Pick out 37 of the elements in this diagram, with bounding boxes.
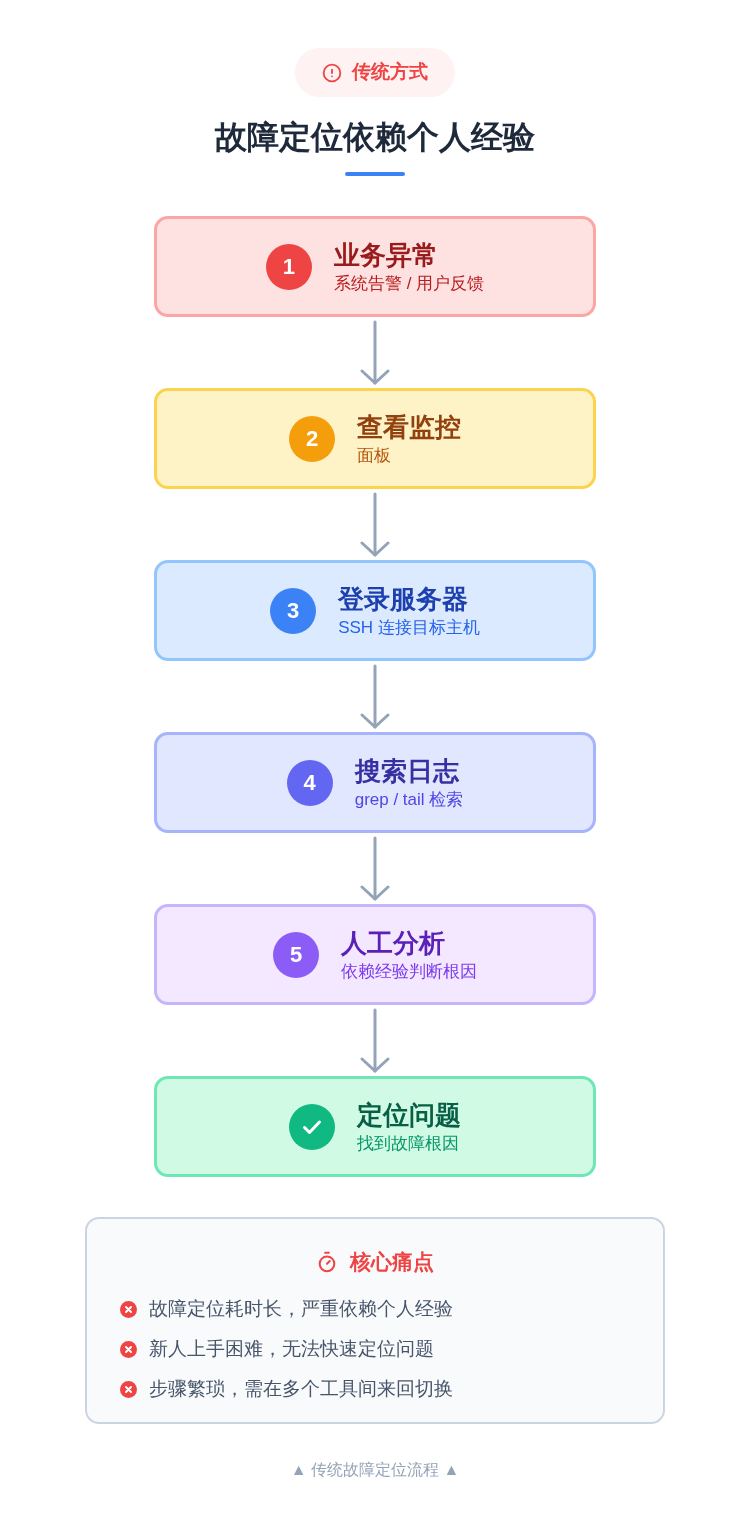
step-box xyxy=(154,732,596,833)
pain-point-text: 故障定位耗时长，严重依赖个人经验 xyxy=(149,1297,453,1321)
pain-point-text: 步骤繁琐，需在多个工具间来回切换 xyxy=(149,1377,453,1401)
arrow xyxy=(360,320,390,385)
step-description: SSH 连接目标主机 xyxy=(338,616,480,639)
step-number: 1 xyxy=(265,243,312,290)
arrow xyxy=(360,664,390,729)
pain-points-panel xyxy=(85,1217,665,1424)
step-box xyxy=(154,388,596,489)
step-title: 人工分析 xyxy=(341,926,446,960)
panel-heading: 核心痛点 xyxy=(350,1249,434,1275)
step-box xyxy=(154,904,596,1005)
arrow xyxy=(360,1008,390,1073)
step-title: 定位问题 xyxy=(357,1098,461,1132)
arrow xyxy=(360,836,390,901)
tag-label: 传统方式 xyxy=(352,60,428,85)
step-description: 面板 xyxy=(357,444,392,467)
step-box xyxy=(154,560,596,661)
step-number: 4 xyxy=(286,759,333,806)
step-description: grep / tail 检索 xyxy=(354,788,464,811)
step-title: 搜索日志 xyxy=(354,754,460,788)
pain-point-text: 新人上手困难，无法快速定位问题 xyxy=(149,1337,434,1361)
step-title: 登录服务器 xyxy=(338,582,470,616)
step-description: 找到故障根因 xyxy=(357,1132,460,1155)
step-title: 查看监控 xyxy=(357,410,461,444)
step-title: 业务异常 xyxy=(333,238,439,272)
step-description: 依赖经验判断根因 xyxy=(341,960,477,983)
caption: ▲ 传统故障定位流程 ▲ xyxy=(289,1460,461,1480)
step-number: 3 xyxy=(270,587,317,634)
arrow xyxy=(360,492,390,557)
step-number: 5 xyxy=(273,931,319,978)
step-box xyxy=(154,216,596,317)
step-description: 系统告警 / 用户反馈 xyxy=(333,272,485,295)
title: 故障定位依赖个人经验 xyxy=(213,118,536,157)
step-box xyxy=(154,1076,596,1177)
tag-pill xyxy=(295,48,455,97)
step-number: 2 xyxy=(289,415,335,462)
